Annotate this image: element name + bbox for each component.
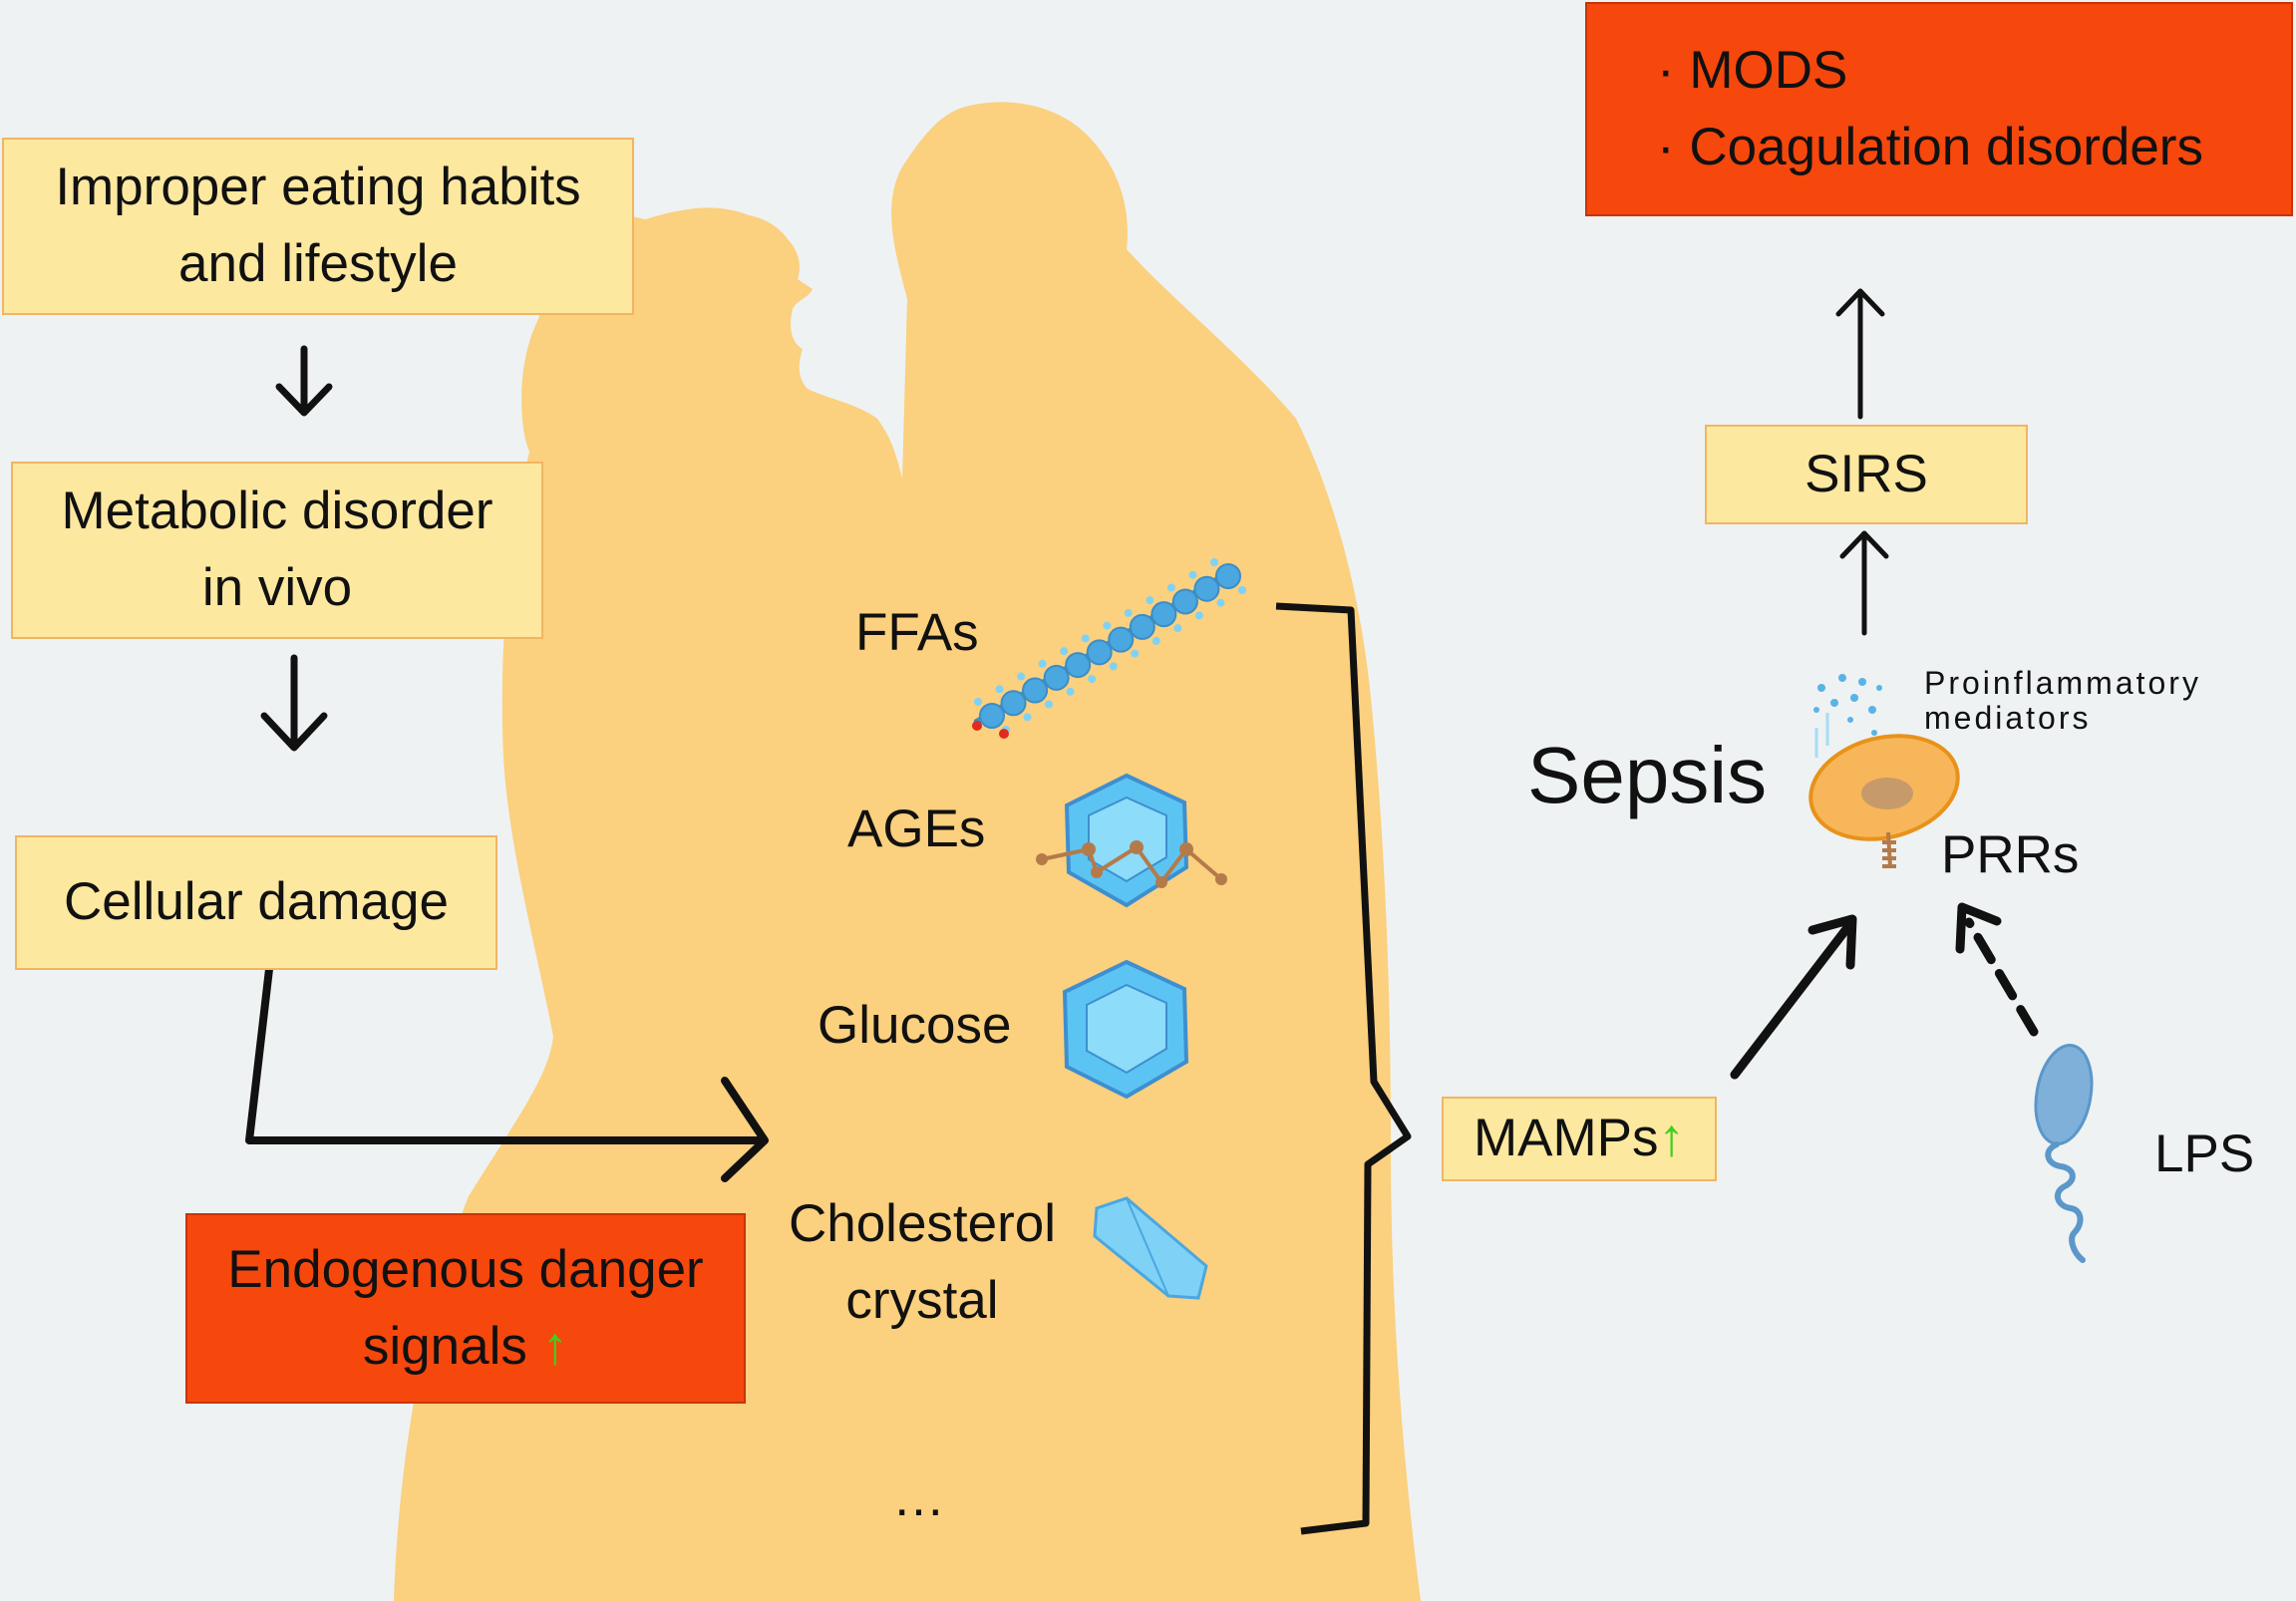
box-eating-habits: Improper eating habits and lifestyle bbox=[2, 138, 634, 315]
ffa-bead bbox=[1150, 601, 1177, 628]
ffa-hydrogen bbox=[1103, 621, 1112, 630]
ffa-hydrogen bbox=[1166, 583, 1175, 592]
danger-line2: signals ↑ bbox=[363, 1309, 568, 1386]
ffa-bead bbox=[1129, 613, 1155, 640]
box-outcomes: · MODS · Coagulation disorders bbox=[1585, 2, 2293, 216]
ffa-hydrogen bbox=[1188, 570, 1197, 579]
danger-line1: Endogenous danger bbox=[227, 1239, 704, 1299]
ffas-molecule bbox=[972, 558, 1246, 739]
box-sirs-text: SIRS bbox=[1804, 444, 1928, 503]
ffa-bead bbox=[1065, 652, 1092, 679]
arrow-lps-to-prrs bbox=[1955, 902, 2039, 1037]
ffa-hydrogen bbox=[1081, 634, 1090, 643]
label-ages: AGEs bbox=[847, 800, 986, 858]
molecules-bracket bbox=[1275, 602, 1412, 1535]
arrow-cell-to-sirs bbox=[1839, 530, 1889, 636]
arrow-box2-to-box3 bbox=[260, 654, 328, 752]
ffa-bead bbox=[1086, 639, 1113, 666]
box-cellular-damage-text: Cellular damage bbox=[64, 872, 449, 932]
ffa-hydrogen bbox=[1131, 649, 1140, 658]
ffa-bead bbox=[1193, 575, 1220, 602]
ffa-hydrogen bbox=[1173, 624, 1182, 633]
ffa-hydrogen bbox=[1017, 672, 1026, 681]
ffa-bead bbox=[1171, 588, 1198, 615]
ffa-oxygen bbox=[972, 721, 982, 731]
label-proinflammatory: Proinflammatory mediators bbox=[1924, 665, 2201, 737]
arrow-mamps-to-prrs bbox=[1730, 914, 1857, 1080]
increase-arrow-icon: ↑ bbox=[541, 1316, 569, 1376]
arrow-damage-to-molecules bbox=[245, 948, 769, 1182]
box-mamps: MAMPs↑ bbox=[1442, 1097, 1717, 1181]
ffa-bead bbox=[1000, 690, 1027, 717]
label-ellipsis: … bbox=[892, 1468, 945, 1527]
label-ffas: FFAs bbox=[855, 603, 979, 662]
ffa-hydrogen bbox=[1045, 700, 1054, 709]
arrow-sirs-to-outcomes bbox=[1835, 288, 1885, 420]
label-prrs: PRRs bbox=[1941, 825, 2080, 884]
outcome-mods: · MODS bbox=[1657, 40, 1848, 100]
outcome-coagulation: · Coagulation disorders bbox=[1657, 117, 2203, 176]
mamps-increase-arrow-icon: ↑ bbox=[1658, 1109, 1686, 1168]
ffa-bead bbox=[979, 703, 1005, 729]
label-proinflammatory-line2: mediators bbox=[1924, 700, 2092, 737]
ffa-hydrogen bbox=[1066, 687, 1075, 696]
label-sepsis: Sepsis bbox=[1527, 731, 1768, 819]
ffa-hydrogen bbox=[1088, 675, 1097, 684]
ffa-bead bbox=[1043, 664, 1070, 691]
label-proinflammatory-line1: Proinflammatory bbox=[1924, 665, 2201, 701]
ffa-hydrogen bbox=[1151, 636, 1160, 645]
ffa-bead bbox=[1022, 677, 1049, 704]
immune-cell bbox=[1808, 713, 1960, 841]
label-cholesterol-line1: Cholesterol bbox=[788, 1194, 1057, 1253]
box-mamps-content: MAMPs↑ bbox=[1474, 1101, 1685, 1177]
cholesterol-crystal bbox=[1093, 1196, 1208, 1300]
ffa-hydrogen bbox=[1023, 713, 1032, 722]
box-endogenous-danger: Endogenous danger signals ↑ bbox=[185, 1213, 746, 1404]
glucose-crystal bbox=[1062, 959, 1189, 1100]
ffa-hydrogen bbox=[1210, 558, 1218, 566]
box-eating-habits-line2: and lifestyle bbox=[178, 234, 458, 293]
ffa-hydrogen bbox=[1146, 596, 1154, 605]
ffa-hydrogen bbox=[1038, 659, 1047, 668]
ffa-hydrogen bbox=[1238, 586, 1246, 594]
ffa-hydrogen bbox=[1124, 608, 1133, 617]
label-cholesterol-line2: crystal bbox=[845, 1270, 999, 1330]
ffa-hydrogen bbox=[995, 685, 1004, 694]
ffa-bead bbox=[1108, 626, 1135, 653]
box-metabolic-disorder: Metabolic disorder in vivo bbox=[11, 462, 543, 639]
mediator-dots bbox=[1813, 674, 1882, 736]
ffa-hydrogen bbox=[1216, 598, 1225, 607]
mamps-text: MAMPs bbox=[1474, 1109, 1659, 1168]
ffa-hydrogen bbox=[1109, 662, 1118, 671]
label-lps: LPS bbox=[2154, 1124, 2255, 1183]
ffa-oxygen bbox=[999, 729, 1009, 739]
prr-receptor bbox=[1882, 831, 1896, 868]
ffa-bead bbox=[1215, 563, 1241, 589]
box-eating-habits-line1: Improper eating habits bbox=[55, 158, 581, 217]
ffa-hydrogen bbox=[974, 698, 982, 706]
lps-bacteria bbox=[2034, 1044, 2094, 1263]
ages-molecule bbox=[1036, 773, 1227, 908]
box-cellular-damage: Cellular damage bbox=[15, 835, 497, 970]
box-metabolic-disorder-line1: Metabolic disorder bbox=[61, 481, 493, 541]
arrow-box1-to-box2 bbox=[275, 345, 333, 417]
label-glucose: Glucose bbox=[818, 996, 1012, 1055]
label-cholesterol: Cholesterol crystal bbox=[778, 1186, 1067, 1340]
ffa-hydrogen bbox=[1194, 611, 1203, 620]
box-sirs: SIRS bbox=[1705, 425, 2028, 524]
ffa-hydrogen bbox=[1060, 647, 1069, 656]
box-metabolic-disorder-line2: in vivo bbox=[201, 558, 353, 617]
danger-line2-text: signals bbox=[362, 1316, 527, 1376]
